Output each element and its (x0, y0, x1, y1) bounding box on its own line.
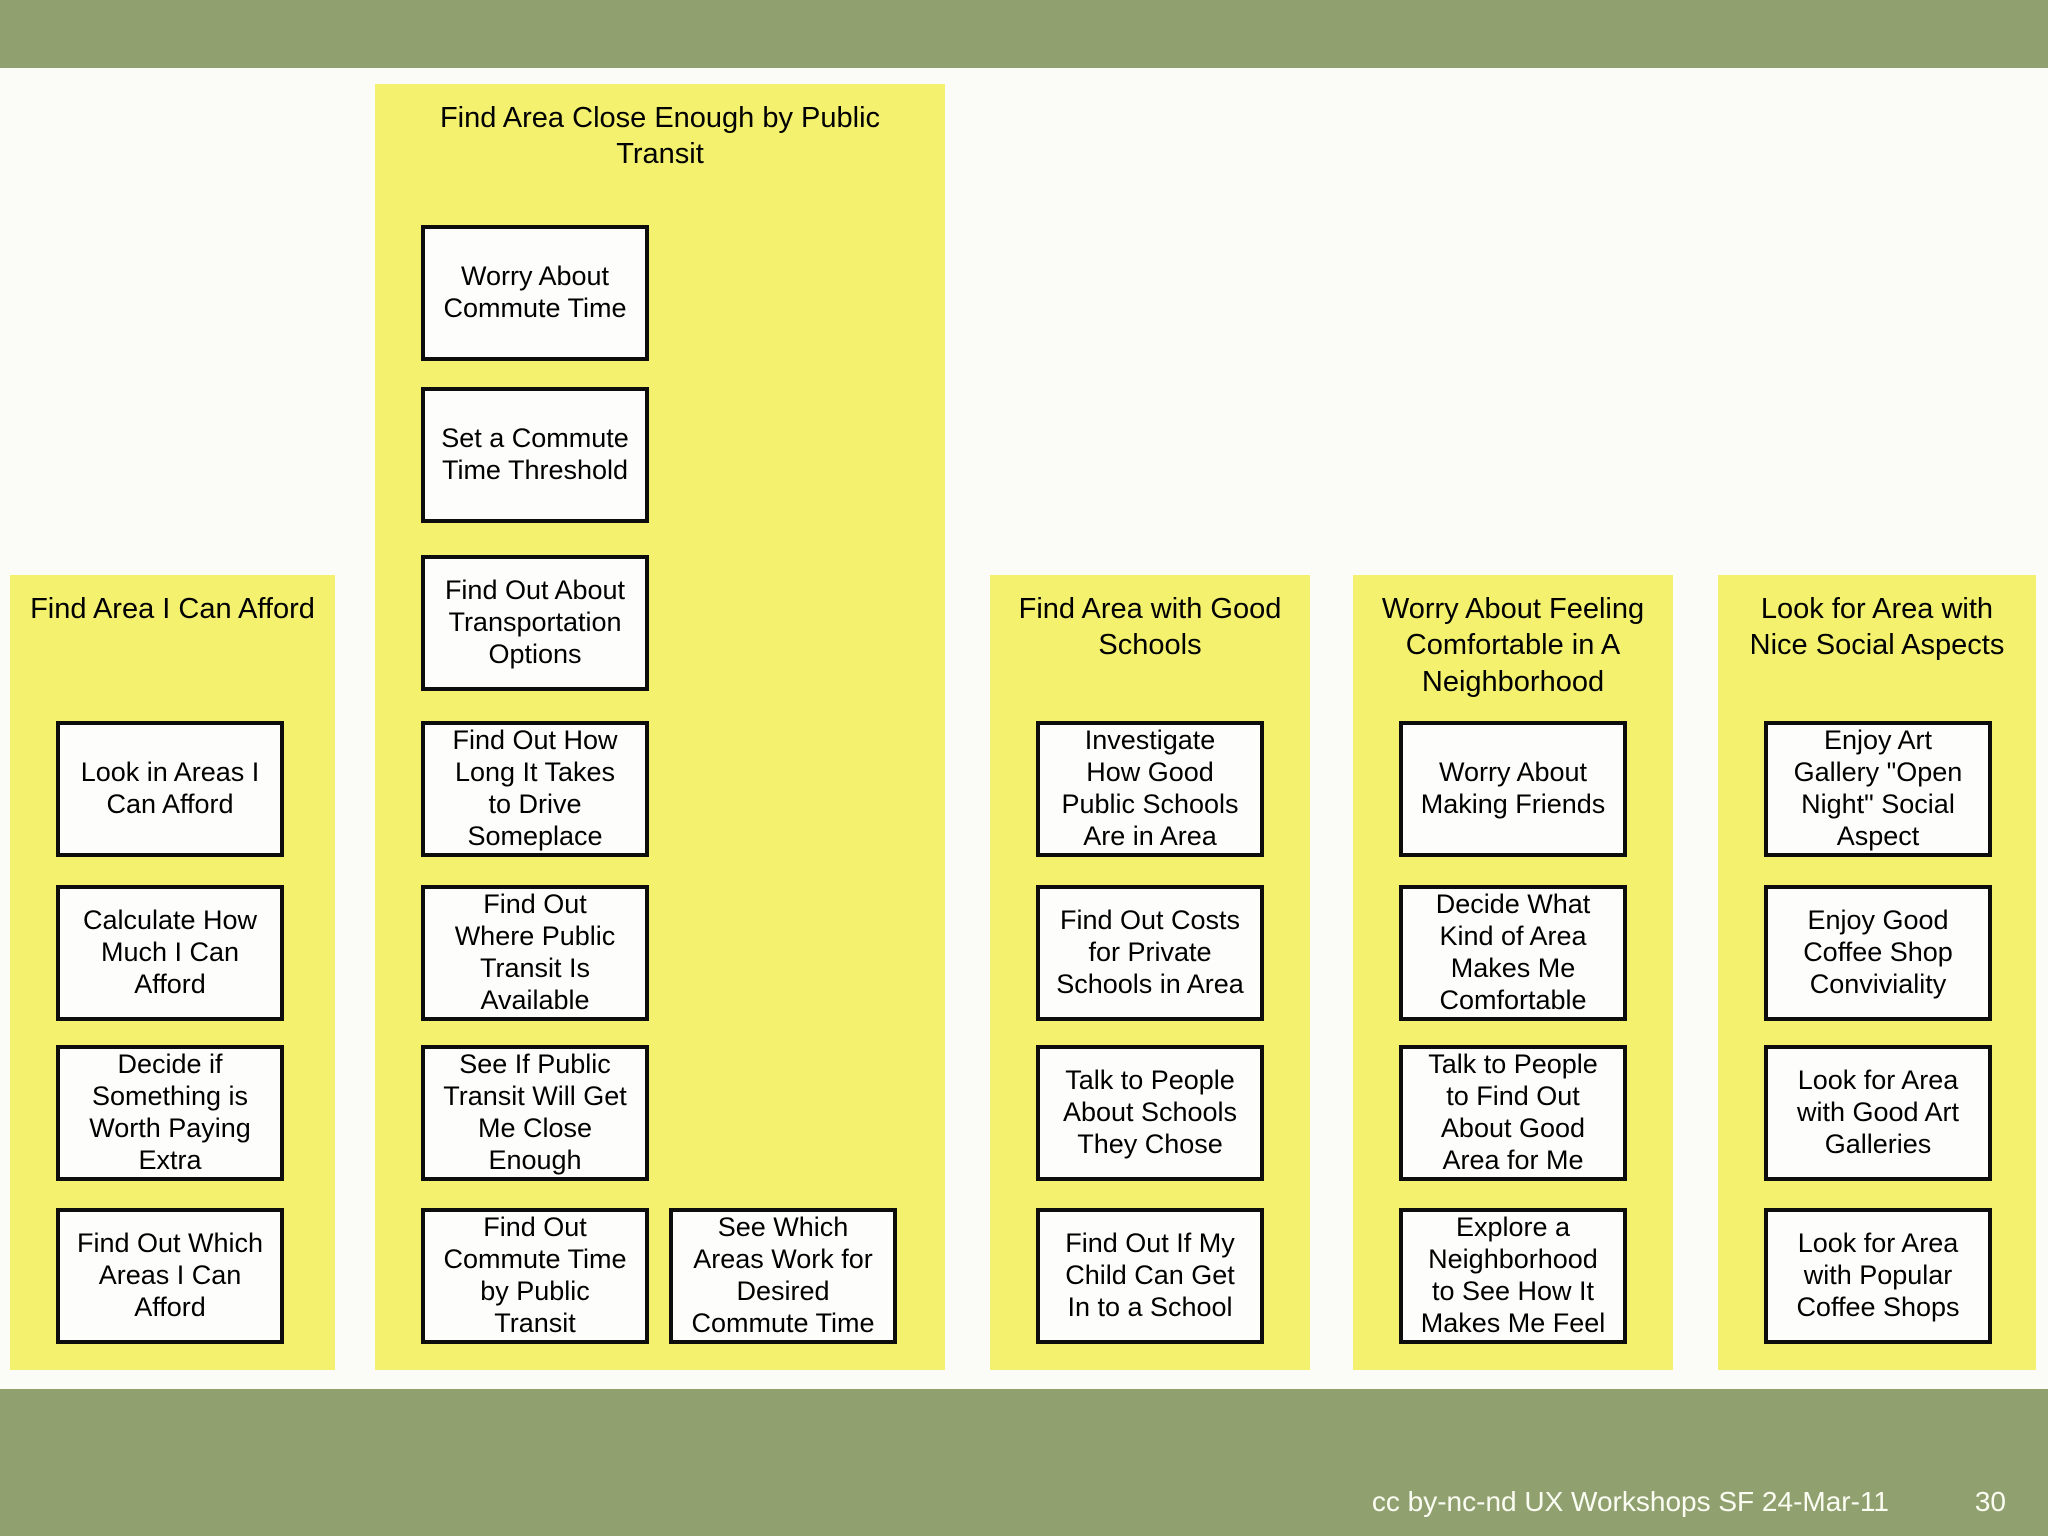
column-good-schools: Find Area with Good Schools Investigate … (990, 575, 1310, 1370)
sticky-note: Talk to People About Schools They Chose (1036, 1045, 1264, 1181)
column-title: Find Area Close Enough by Public Transit (439, 102, 881, 171)
column-title: Find Area I Can Afford (30, 593, 315, 625)
column-title: Find Area with Good Schools (1018, 593, 1282, 662)
sticky-note: Enjoy Art Gallery "Open Night" Social As… (1764, 721, 1992, 857)
column-find-area-afford: Find Area I Can Afford Look in Areas I C… (10, 575, 335, 1370)
sticky-note: Enjoy Good Coffee Shop Conviviality (1764, 885, 1992, 1021)
sticky-note: Look for Area with Good Art Galleries (1764, 1045, 1992, 1181)
sticky-note: See If Public Transit Will Get Me Close … (421, 1045, 649, 1181)
sticky-note: Talk to People to Find Out About Good Ar… (1399, 1045, 1627, 1181)
footer-credit: cc by-nc-nd UX Workshops SF 24-Mar-11 (1371, 1486, 1889, 1517)
sticky-note: Find Out About Transportation Options (421, 555, 649, 691)
column-comfortable-neighborhood: Worry About Feeling Comfortable in A Nei… (1353, 575, 1673, 1370)
sticky-note: Explore a Neighborhood to See How It Mak… (1399, 1208, 1627, 1344)
sticky-note: Investigate How Good Public Schools Are … (1036, 721, 1264, 857)
sticky-note: Look in Areas I Can Afford (56, 721, 284, 857)
sticky-note: Find Out Commute Time by Public Transit (421, 1208, 649, 1344)
sticky-note: Decide What Kind of Area Makes Me Comfor… (1399, 885, 1627, 1021)
sticky-note: Set a Commute Time Threshold (421, 387, 649, 523)
sticky-note: See Which Areas Work for Desired Commute… (669, 1208, 897, 1344)
sticky-note: Find Out Where Public Transit Is Availab… (421, 885, 649, 1021)
sticky-note: Decide if Something is Worth Paying Extr… (56, 1045, 284, 1181)
sticky-note: Look for Area with Popular Coffee Shops (1764, 1208, 1992, 1344)
sticky-note: Find Out How Long It Takes to Drive Some… (421, 721, 649, 857)
column-close-by-public-transit: Find Area Close Enough by Public Transit… (375, 84, 945, 1370)
sticky-note: Calculate How Much I Can Afford (56, 885, 284, 1021)
footer-page-number: 30 (1974, 1486, 2006, 1517)
top-band (0, 0, 2048, 68)
sticky-note: Find Out If My Child Can Get In to a Sch… (1036, 1208, 1264, 1344)
sticky-note: Find Out Costs for Private Schools in Ar… (1036, 885, 1264, 1021)
column-title: Look for Area with Nice Social Aspects (1749, 593, 2005, 662)
sticky-note: Worry About Making Friends (1399, 721, 1627, 857)
sticky-note: Worry About Commute Time (421, 225, 649, 361)
column-title: Worry About Feeling Comfortable in A Nei… (1381, 593, 1645, 698)
column-nice-social-aspects: Look for Area with Nice Social Aspects E… (1718, 575, 2036, 1370)
sticky-note: Find Out Which Areas I Can Afford (56, 1208, 284, 1344)
bottom-band (0, 1389, 2048, 1536)
